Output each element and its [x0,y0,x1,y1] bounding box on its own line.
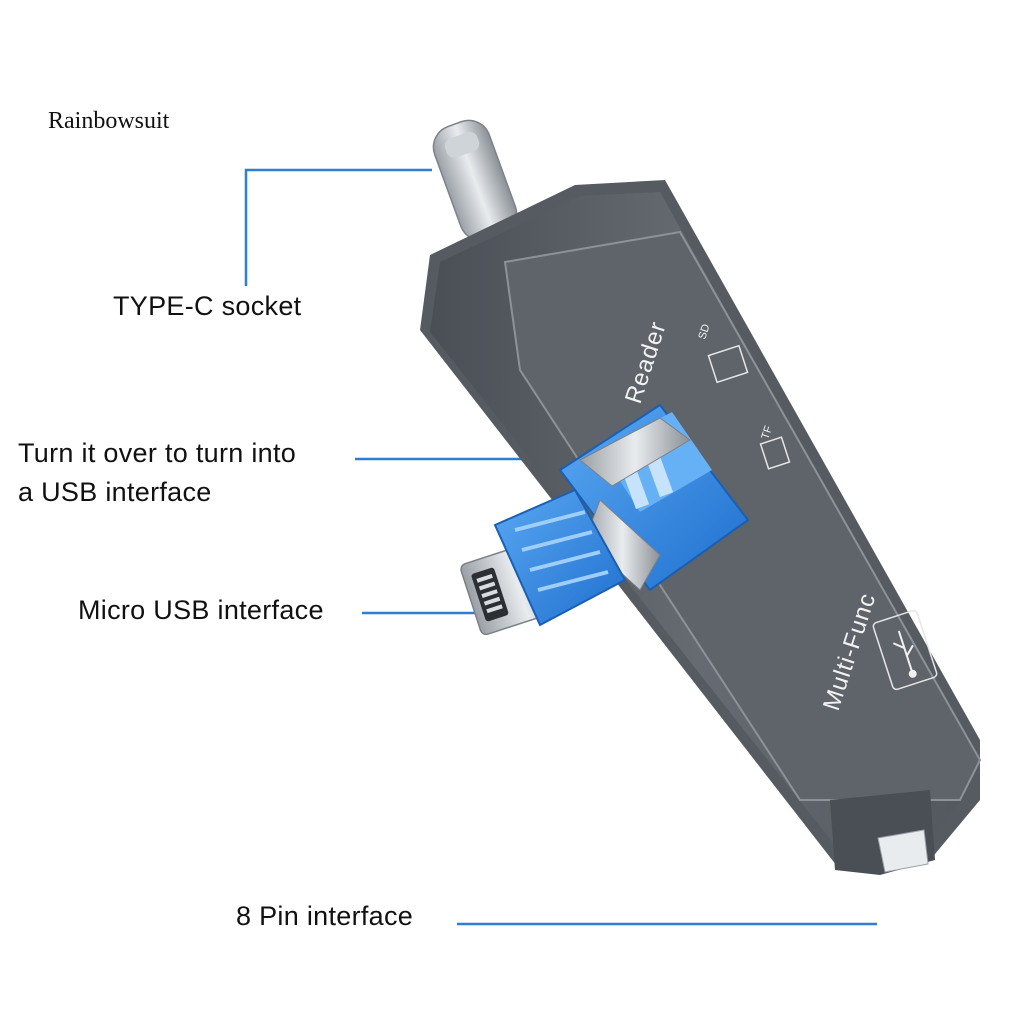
slot-label-sd: SD [696,323,712,341]
callout-usb-interface: Turn it over to turn into a USB interfac… [18,434,296,512]
callout-usb-line1: Turn it over to turn into [18,438,297,468]
sd-slot-icon [707,344,749,384]
callout-typec-socket: TYPE-C socket [113,291,302,321]
leader-typec [244,168,432,286]
usb-a-connector [493,403,750,627]
slot-label-tf: TF [759,424,775,441]
tf-slot-icon [759,436,791,470]
usb-logo-icon [892,630,917,678]
brand-watermark: Rainbowsuit [48,108,170,134]
callout-micro-usb: Micro USB interface [78,595,324,625]
callout-8pin: 8 Pin interface [236,901,414,931]
usb-logo-box [872,609,938,691]
callout-usb-line2: a USB interface [18,477,212,507]
